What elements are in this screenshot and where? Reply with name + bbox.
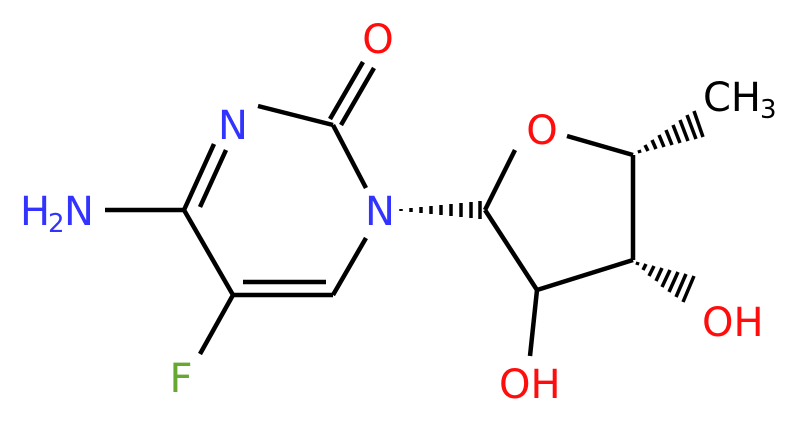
amino-n-label: N [64,189,94,235]
bond-n1-c2 [331,123,368,190]
bond-c4-c5 [182,208,235,297]
bond-c1p-o4p [482,148,518,212]
methyl-group-label: CH 3 [703,75,777,125]
hashed-bond-c3p-oh [635,261,696,303]
hashed-bond-c4p-ch3 [637,110,705,154]
hydroxyl-c2p-label: OH [499,362,561,408]
bond-c2p-c1p [483,208,539,292]
bond-c5-f [198,293,235,356]
bonds [105,60,636,357]
bond-n3-c4-inner [197,149,229,208]
hashed-bond-n1-c1p [399,201,482,219]
bond-n3-c4-outer [181,143,217,211]
fluorine-label: F [169,356,192,402]
bond-c6-n1 [331,236,368,297]
methyl-subscript-label: 3 [760,95,777,125]
amino-subscript-label: 2 [48,209,65,239]
bond-c2p-oh [527,289,540,357]
amino-h-label: H [20,189,50,235]
hashed-bonds [399,110,705,303]
hydroxyl-c3p-label: OH [702,300,764,346]
bond-o4p-c4p [566,133,634,158]
oxygen-ring-label: O [526,108,557,154]
oxygen-carbonyl-label: O [362,17,393,63]
bond-c2-n3 [257,103,334,128]
bond-c2-o-a [328,60,365,121]
nitrogen-n3-label: N [218,103,248,149]
methyl-ch-label: CH [703,75,761,121]
amino-group-label: H 2 N [20,189,94,239]
atom-labels: O N N H 2 N F O CH 3 OH OH [20,17,777,408]
bond-c3p-c2p [536,257,634,293]
bond-c2-o-b [339,66,376,127]
nitrogen-n1-label: N [365,189,395,235]
